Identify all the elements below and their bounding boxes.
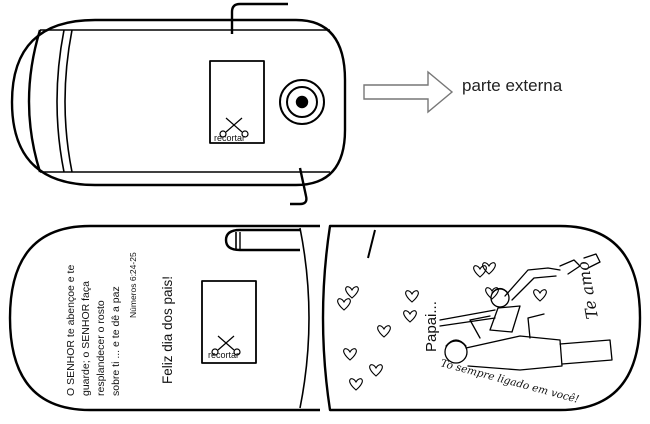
scissors-icon [219,117,249,138]
heart-icon [349,378,363,391]
verse-block: O SENHOR te abençoe e te guarde; o SENHO… [65,252,138,396]
camera-lens-icon [279,79,325,125]
outer-body [10,18,347,187]
hearts-decoration [337,262,547,391]
heart-icon [369,364,383,377]
father-child-drawing [439,253,613,371]
heart-icon [405,290,419,303]
inner-right-panel [321,224,642,412]
inner-left-edge [299,227,310,409]
heart-icon [343,348,357,361]
hinge-pin-inner [224,228,300,252]
cut-window-top [209,60,265,144]
heart-icon [345,286,359,299]
cut-label-bottom: recortar [208,350,239,360]
phone-outer-part [10,2,347,206]
outer-body-curve-3 [64,29,73,173]
heart-icon [473,265,487,278]
inner-left-panel [8,224,320,412]
outer-latch [290,167,308,206]
heart-icon [403,310,417,323]
inner-left-body [8,224,320,412]
outer-side-label: parte externa [462,76,563,95]
outer-body-curve-1 [27,29,42,173]
verse-line-4: sobre ti ... e te dê a paz [110,286,122,396]
outer-body-curve-2 [56,29,65,173]
hinge-bump-top [230,2,288,34]
greeting-text: Feliz dia dos pais! [160,276,175,384]
heart-icon [485,287,499,300]
heart-icon [482,262,496,275]
heart-icon [337,298,351,311]
scissors-icon [211,335,241,356]
heart-icon [533,289,547,302]
verse-line-2: guarde; o SENHOR faça [80,281,92,396]
cut-window-bottom [201,280,257,364]
cut-label-top: recortar [214,133,245,143]
drawing-bottom-phrase: To sempre ligado em você! [439,357,580,406]
drawing-te-amo: Te amo [573,260,602,321]
verse-reference: Números 6:24-25 [128,252,138,318]
arrow-right-icon [363,70,454,114]
drawing-papai: Papai... [423,301,440,352]
verse-line-1: O SENHOR te abençoe e te [65,265,77,396]
inner-right-body [321,224,642,412]
heart-icon [377,325,391,338]
antenna-slot [367,229,376,259]
verse-line-3: resplandecer o rosto [95,300,107,396]
